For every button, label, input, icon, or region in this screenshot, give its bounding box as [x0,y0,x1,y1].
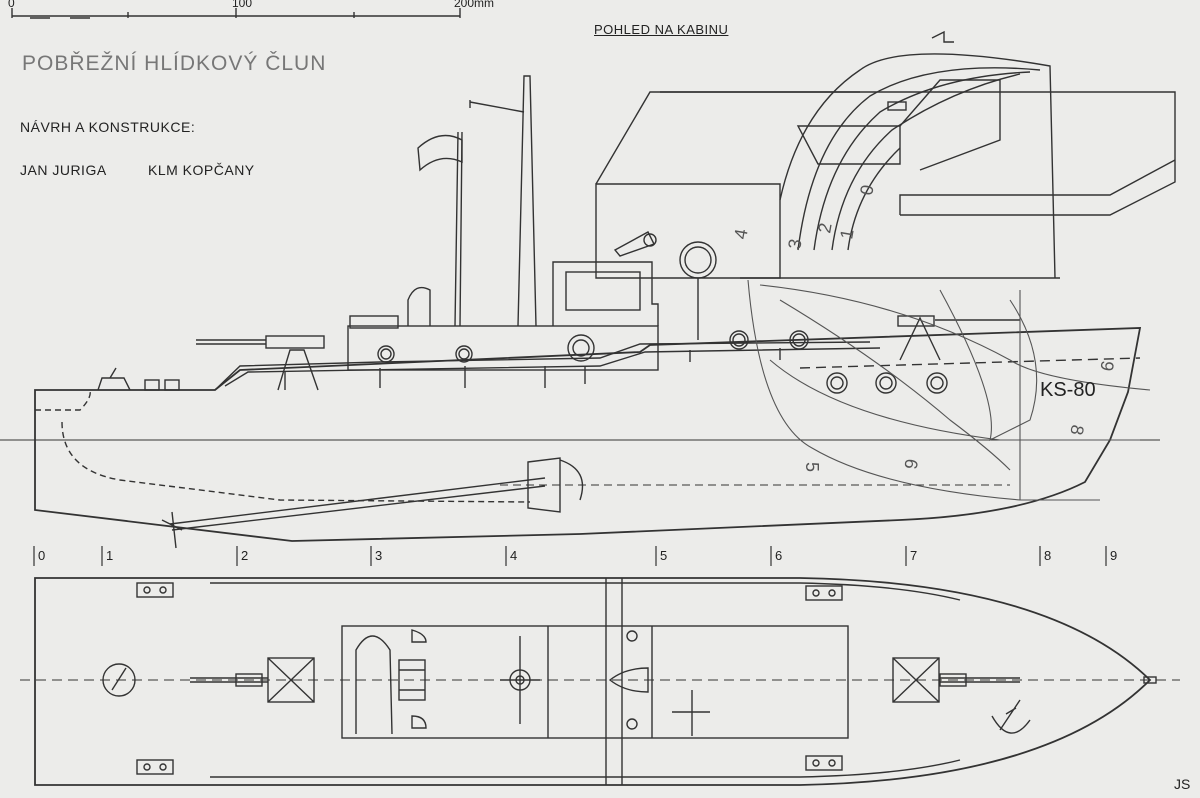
body-plan-section-label: 8 [1066,423,1087,436]
flag [417,134,463,172]
scale-label-0: 0 [8,0,15,10]
author-name: JAN JURIGA [20,162,107,178]
body-plan-section-label: 4 [730,227,751,240]
station-marks [33,546,1107,566]
station-label: 8 [1044,548,1052,563]
plan-view [20,577,1180,786]
station-label: 2 [241,548,249,563]
body-plan-section-label: 1 [836,227,857,240]
station-label: 4 [510,548,518,563]
body-plan-section-label: 5 [802,462,822,472]
station-label: 9 [1110,548,1118,563]
scale-label-200: 200mm [454,0,495,10]
body-plan-section-label: 9 [1096,359,1117,372]
body-plan-section-label: 0 [856,183,877,196]
body-plan-section-label: 6 [900,457,921,470]
station-label: 1 [106,548,114,563]
station-label: 7 [910,548,918,563]
club-name: KLM KOPČANY [148,162,255,178]
station-label: 0 [38,548,46,563]
scale-bar [11,8,461,19]
scale-label-100: 100 [232,0,253,10]
hull-outline [34,327,1142,542]
station-label: 5 [660,548,668,563]
cabin-view [595,30,1176,501]
cabin-view-label: POHLED NA KABINU [594,22,729,37]
drawing-title: POBŘEŽNÍ HLÍDKOVÝ ČLUN [22,52,327,75]
body-plan-section-label: 3 [784,237,805,250]
design-label: NÁVRH A KONSTRUKCE: [20,119,196,135]
hull-number: KS-80 [1040,379,1096,401]
side-view [0,75,1160,549]
station-label: 6 [775,548,783,563]
body-plan-section-label: 2 [814,221,835,234]
drafter-initials: JS [1174,776,1191,792]
station-label: 3 [375,548,383,563]
